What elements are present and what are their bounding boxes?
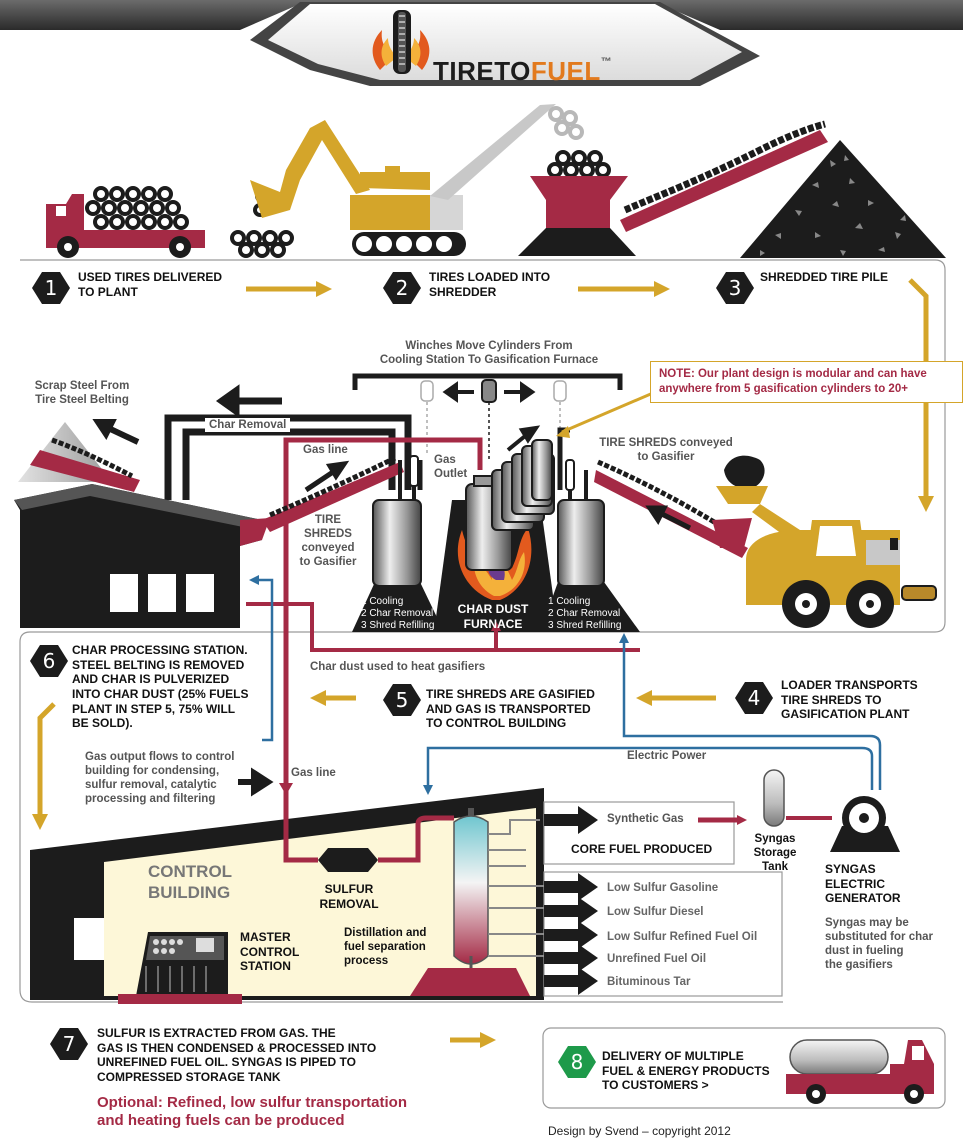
flow-arrows xyxy=(32,278,934,1048)
step-1-text: USED TIRES DELIVERED TO PLANT xyxy=(78,270,223,299)
logo-tire-icon xyxy=(372,10,430,74)
char-dust-furnace xyxy=(434,425,558,632)
step-8-text: DELIVERY OF MULTIPLE FUEL & ENERGY PRODU… xyxy=(602,1049,770,1093)
product-arrows xyxy=(544,806,598,995)
product-low-sulfur-gasoline: Low Sulfur Gasoline xyxy=(607,882,719,894)
char-removal-arrow xyxy=(215,384,282,418)
core-fuel-label: CORE FUEL PRODUCED xyxy=(571,842,713,856)
right-cylinder-steps: 1 Cooling 2 Char Removal 3 Shred Refilli… xyxy=(548,596,622,632)
step-7-text: SULFUR IS EXTRACTED FROM GAS. THE GAS IS… xyxy=(97,1026,377,1084)
logo-tire-text: TIRETO xyxy=(433,55,531,86)
step-5-text: TIRE SHREDS ARE GASIFIED AND GAS IS TRAN… xyxy=(426,687,595,731)
syngas-substitute-note: Syngas may be substituted for char dust … xyxy=(825,917,933,972)
master-control-label: MASTER CONTROL STATION xyxy=(240,930,300,974)
step-hexagons xyxy=(30,272,773,1078)
gas-output-arrow xyxy=(238,767,274,797)
step-8-badge: 8 xyxy=(570,1050,584,1074)
fuel-truck-illustration xyxy=(786,1039,934,1104)
tire-truck-illustration xyxy=(46,186,205,258)
step-3-badge: 3 xyxy=(728,276,742,300)
product-unrefined-fuel-oil: Unrefined Fuel Oil xyxy=(607,953,707,965)
step-5-badge: 5 xyxy=(395,688,409,712)
step-6-badge: 6 xyxy=(42,649,56,673)
right-gasifier xyxy=(540,459,640,632)
gas-line-top-label: Gas line xyxy=(300,443,351,458)
char-dust-label: Char dust used to heat gasifiers xyxy=(310,661,486,673)
tire-shreds-right-label: TIRE SHREDS conveyed to Gasifier xyxy=(599,437,733,464)
step-6-text: CHAR PROCESSING STATION. STEEL BELTING I… xyxy=(72,643,249,731)
char-processing-building xyxy=(14,484,270,628)
excavator-illustration xyxy=(230,104,584,258)
char-removal-label: Char Removal xyxy=(205,418,291,433)
winches-label: Winches Move Cylinders From Cooling Stat… xyxy=(379,340,599,367)
optional-fuels-note: Optional: Refined, low sulfur transporta… xyxy=(97,1094,407,1130)
gas-output-label: Gas output flows to control building for… xyxy=(85,751,235,806)
logo-wordmark: TIRETOFUEL™ xyxy=(433,24,612,87)
step-4-badge: 4 xyxy=(747,686,761,710)
step-2-text: TIRES LOADED INTO SHREDDER xyxy=(429,270,551,299)
winch-right-arrow xyxy=(504,381,536,403)
control-building xyxy=(30,788,544,1004)
left-gasifier xyxy=(352,455,444,632)
electric-power-label: Electric Power xyxy=(627,750,707,762)
generator-label: SYNGAS ELECTRIC GENERATOR xyxy=(825,862,901,906)
synthetic-gas-label: Synthetic Gas xyxy=(607,813,684,825)
sulfur-removal-label: SULFUR REMOVAL xyxy=(319,882,379,911)
step-2-badge: 2 xyxy=(395,276,409,300)
product-low-sulfur-refined-fuel-oil: Low Sulfur Refined Fuel Oil xyxy=(607,931,758,943)
electric-power-lines xyxy=(249,575,882,795)
wheel-loader-illustration xyxy=(716,455,937,628)
syngas-generator xyxy=(830,796,900,852)
char-dust-line xyxy=(246,602,640,652)
distillation-label: Distillation and fuel separation process xyxy=(344,927,427,968)
scrap-steel-label: Scrap Steel From Tire Steel Belting xyxy=(34,380,130,407)
gas-line-pipe xyxy=(283,437,483,804)
tire-shreds-left-label: TIRE SHREDS conveyed to Gasifier xyxy=(299,514,357,569)
step-1-badge: 1 xyxy=(44,276,58,300)
winch-left-arrow xyxy=(442,381,474,403)
syngas-storage-tank xyxy=(763,769,785,827)
control-building-label: CONTROL BUILDING xyxy=(148,862,233,902)
product-bituminous-tar: Bituminous Tar xyxy=(607,976,691,988)
gas-line-mid-label: Gas line xyxy=(291,767,336,779)
logo-fuel-text: FUEL xyxy=(530,55,601,86)
shredded-tire-pile xyxy=(740,140,946,258)
logo-tm: ™ xyxy=(600,55,613,68)
left-cylinder-steps: 1 Cooling 2 Char Removal 3 Shred Refilli… xyxy=(361,596,435,632)
gas-outlet-label: Gas Outlet xyxy=(434,454,468,481)
syngas-tank-label: Syngas Storage Tank xyxy=(753,833,797,874)
copyright-credit: Design by Svend – copyright 2012 xyxy=(548,1124,731,1138)
shredder-illustration xyxy=(518,120,828,256)
furnace-label: CHAR DUST FURNACE xyxy=(457,602,529,631)
modular-note: NOTE: Our plant design is modular and ca… xyxy=(650,361,963,403)
scrap-steel-pile xyxy=(18,419,140,492)
step-4-text: LOADER TRANSPORTS TIRE SHREDS TO GASIFIC… xyxy=(781,678,918,722)
product-low-sulfur-diesel: Low Sulfur Diesel xyxy=(607,906,704,918)
step-3-text: SHREDDED TIRE PILE xyxy=(760,270,889,284)
step-7-badge: 7 xyxy=(62,1032,76,1056)
